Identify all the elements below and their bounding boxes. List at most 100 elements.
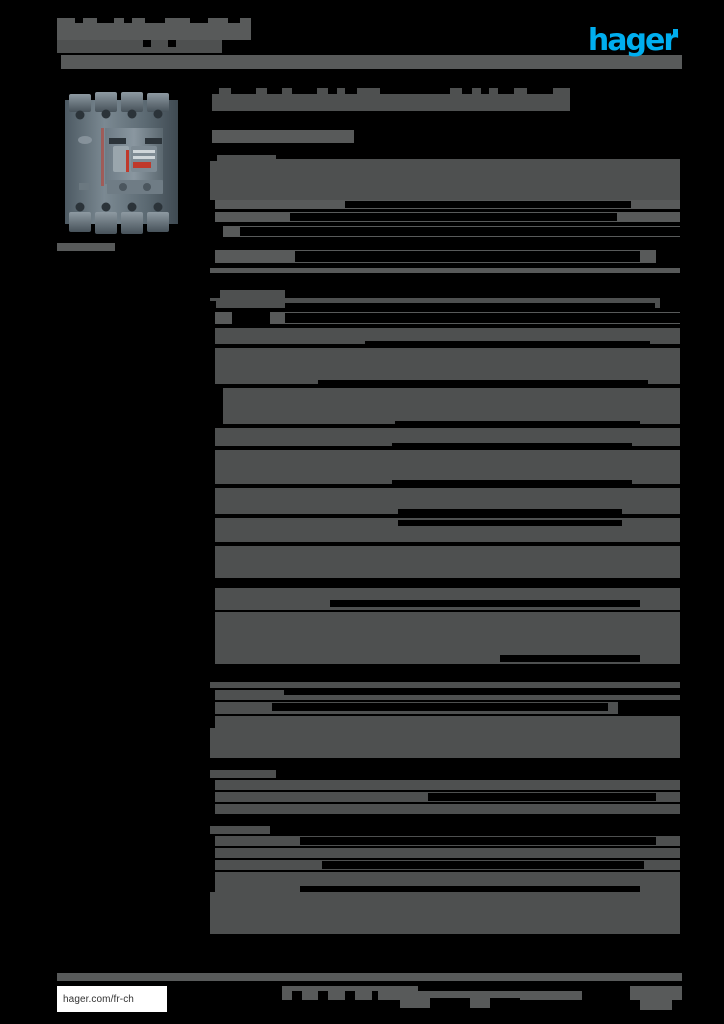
footer-notch [430, 998, 470, 1008]
header-rule-notch [57, 55, 61, 69]
header-subtitle-notch [168, 40, 176, 47]
value-rule [365, 341, 650, 346]
row-notch [210, 836, 215, 846]
row-end-gap [618, 702, 680, 714]
header-gap [284, 690, 680, 695]
value-rule [395, 578, 630, 585]
row-notch [210, 792, 215, 802]
row-notch [210, 860, 215, 870]
row-notch [210, 872, 215, 892]
section-gap [210, 758, 680, 772]
header-title-notch [145, 18, 165, 23]
content-row [210, 848, 680, 858]
mccb-illustration [65, 92, 178, 234]
value-rule [318, 380, 648, 386]
content-row [210, 804, 680, 814]
content-block [210, 872, 680, 934]
value-rule [272, 703, 608, 711]
header-title-notch [75, 18, 83, 23]
content-section [210, 155, 680, 207]
value-rule [295, 251, 640, 262]
content-block [210, 716, 680, 758]
value-rule [322, 861, 644, 869]
page-title-notch [231, 88, 256, 94]
footer-url[interactable]: hager.com/fr-ch [57, 986, 167, 1012]
product-image [57, 88, 188, 236]
hager-logo[interactable]: hager [586, 26, 678, 56]
row-notch [210, 290, 220, 298]
hager-logo-dot [673, 29, 678, 34]
page-title-notch [345, 88, 357, 94]
row-notch [210, 155, 217, 161]
footer-url-text: hager.com/fr-ch [63, 993, 134, 1005]
content-block [210, 388, 680, 424]
value-rule [290, 213, 617, 221]
header-gap [270, 826, 680, 834]
header-subtitle-notch [143, 40, 151, 47]
value-rule [285, 313, 680, 323]
footer-notch [345, 991, 355, 1000]
row-notch [210, 716, 215, 728]
header-rule-redacted [57, 55, 682, 69]
header-title-notch [190, 18, 208, 23]
value-rule [392, 480, 632, 486]
row-notch [210, 226, 223, 237]
footer-rule [57, 973, 682, 981]
footer-notch [490, 998, 520, 1008]
page-title-notch [527, 88, 553, 94]
row-notch [210, 328, 215, 344]
value-rule [398, 509, 622, 515]
row-notch [210, 428, 215, 446]
group-header [210, 690, 680, 700]
row-notch [210, 546, 215, 578]
page-title-notch [292, 88, 317, 94]
value-rule [285, 303, 655, 308]
page-title-notch [380, 88, 450, 94]
header-title-notch [97, 18, 114, 23]
row-notch [210, 250, 215, 263]
footer-page-number-redacted-2 [640, 1000, 672, 1010]
group-header [210, 682, 680, 688]
value-rule [300, 837, 656, 845]
label-gap [232, 312, 270, 324]
footer-page-number-redacted [630, 986, 682, 1000]
content-block [210, 348, 680, 384]
page-title-notch [212, 88, 219, 94]
row-gap [276, 155, 680, 159]
page-title-notch [462, 88, 472, 94]
page-title-notch [267, 88, 282, 94]
value-rule [345, 201, 631, 208]
header-title-notch [124, 18, 132, 23]
page-title-notch [498, 88, 514, 94]
page-title-notch [481, 88, 489, 94]
row-notch [210, 804, 215, 814]
row-notch [210, 690, 215, 700]
row-notch [210, 848, 215, 858]
value-rule [395, 421, 640, 427]
value-rule [300, 886, 640, 892]
row-notch [210, 450, 215, 484]
footer-notch [318, 991, 328, 1000]
section-gap [210, 668, 680, 682]
hager-logo-text: hager [587, 23, 678, 58]
row-notch [210, 488, 215, 514]
row-notch [210, 780, 215, 790]
section-divider [210, 268, 680, 273]
value-rule [240, 227, 680, 236]
row-notch [210, 588, 215, 610]
product-caption-redacted [57, 243, 115, 251]
row-notch [210, 312, 215, 324]
footer-notch [418, 986, 582, 991]
row-notch [210, 612, 215, 664]
value-rule [500, 655, 640, 662]
content-block [210, 546, 680, 578]
row-notch [210, 200, 215, 209]
value-rule [392, 443, 632, 449]
row-notch [210, 212, 215, 222]
row-notch [210, 348, 215, 384]
content-row [210, 328, 680, 344]
row-notch [210, 388, 223, 424]
value-rule [330, 600, 640, 607]
page-subtitle-redacted [212, 130, 354, 143]
